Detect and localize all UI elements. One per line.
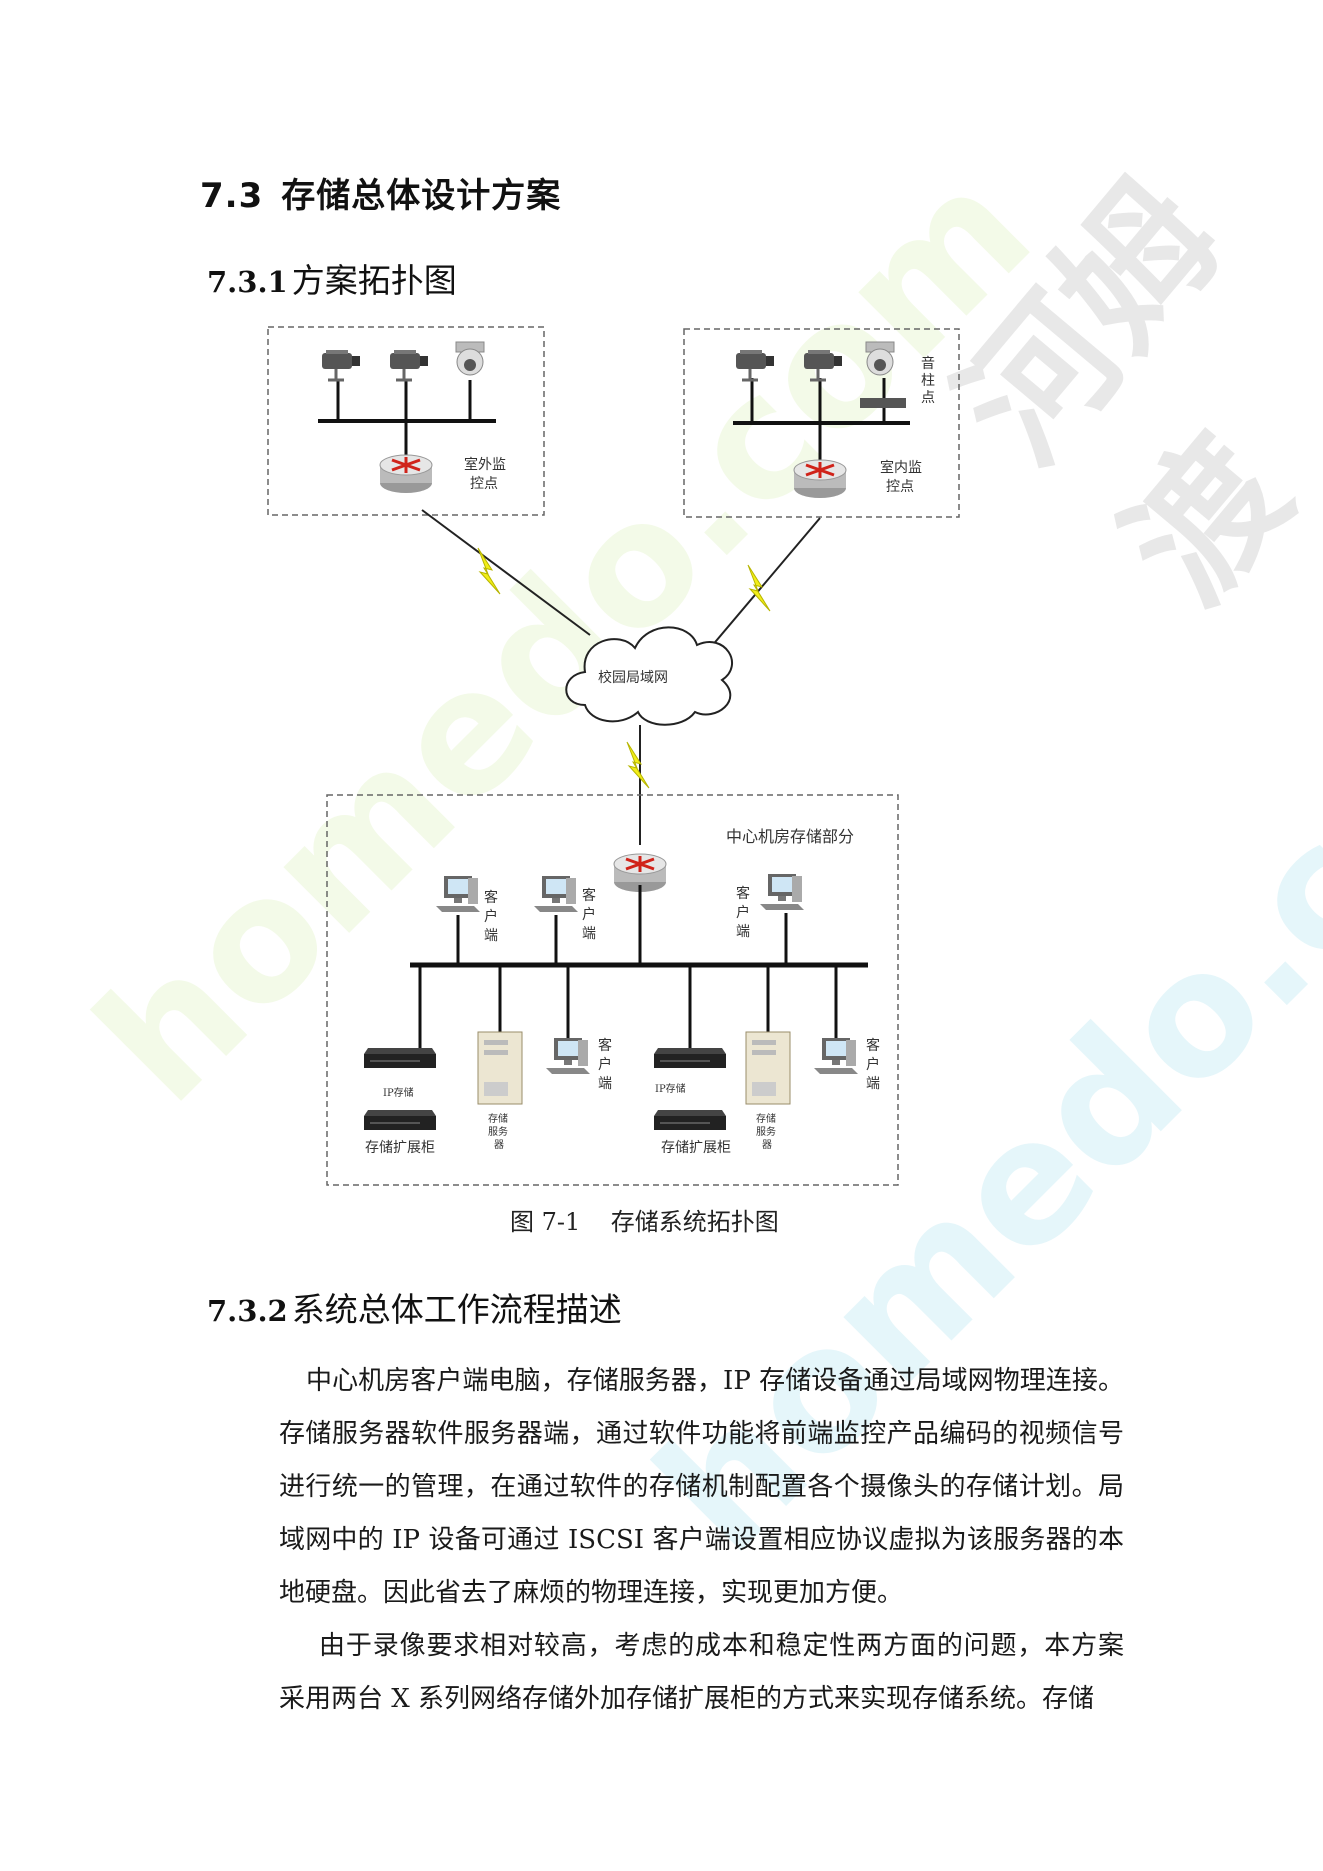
client-label-3: 端 xyxy=(598,1076,612,1092)
client-label-2: 户 xyxy=(866,1056,880,1073)
storage-server-icon xyxy=(477,1031,523,1105)
sound-column-device xyxy=(860,398,906,408)
dome-camera-icon xyxy=(865,341,895,376)
body-paragraph: 由于录像要求相对较高，考虑的成本和稳定性两方面的问题，本方案采用两台 X 系列网… xyxy=(279,1631,1124,1714)
central-machine-room-box xyxy=(326,794,899,1186)
indoor-label-1: 室内监 xyxy=(880,459,922,476)
server-label-1: 存储 xyxy=(756,1112,776,1125)
client-label-3: 端 xyxy=(736,924,750,940)
client-label-3: 端 xyxy=(866,1076,880,1092)
camera-icon xyxy=(734,348,776,382)
ip-storage-icon xyxy=(653,1047,727,1069)
client-pc-icon xyxy=(534,876,578,912)
figure-caption: 图 7-1 存储系统拓扑图 xyxy=(510,1208,779,1236)
sound-label-3: 点 xyxy=(921,390,935,406)
camera-icon xyxy=(802,348,844,382)
expansion-label: 存储扩展柜 xyxy=(365,1140,435,1156)
client-pc-icon xyxy=(436,876,480,912)
section-number: 7.3 xyxy=(200,176,264,216)
expansion-cabinet-icon xyxy=(653,1109,727,1131)
ip-storage-label: IP存储 xyxy=(383,1086,414,1099)
client-pc-icon xyxy=(760,874,804,910)
ip-storage-icon xyxy=(363,1047,437,1069)
server-label-3: 器 xyxy=(494,1139,504,1151)
client-label-3: 端 xyxy=(582,926,596,942)
outdoor-label-2: 控点 xyxy=(470,476,498,492)
section-heading: 7.3 存储总体设计方案 xyxy=(200,168,561,217)
subsection-number: 7.3.1 xyxy=(207,265,288,299)
expansion-label: 存储扩展柜 xyxy=(661,1140,731,1156)
subsection-title: 方案拓扑图 xyxy=(291,261,457,300)
wireless-link-icon xyxy=(626,741,650,789)
subsection-number: 7.3.2 xyxy=(207,1294,288,1328)
server-label-2: 服务 xyxy=(488,1125,508,1138)
outdoor-monitoring-box xyxy=(267,326,545,516)
indoor-label-2: 控点 xyxy=(886,479,914,495)
subsection-title: 系统总体工作流程描述 xyxy=(291,1290,622,1329)
client-label-2: 户 xyxy=(484,908,498,925)
campus-lan-cloud xyxy=(565,626,734,726)
client-label-1: 客 xyxy=(598,1037,612,1054)
camera-icon xyxy=(320,348,362,382)
outdoor-label-1: 室外监 xyxy=(464,456,506,473)
client-pc-icon xyxy=(546,1038,590,1074)
cloud-label: 校园局域网 xyxy=(598,669,668,686)
client-label-2: 户 xyxy=(598,1056,612,1073)
body-paragraph: 中心机房客户端电脑，存储服务器，IP 存储设备通过局域网物理连接。存储服务器软件… xyxy=(279,1366,1124,1608)
router-icon xyxy=(792,458,848,500)
wireless-link-icon xyxy=(747,564,771,612)
ip-storage-label: IP存储 xyxy=(655,1082,686,1095)
client-label-1: 客 xyxy=(484,889,498,906)
sound-label-2: 柱 xyxy=(921,373,935,389)
expansion-cabinet-icon xyxy=(363,1109,437,1131)
client-label-3: 端 xyxy=(484,928,498,944)
client-label-1: 客 xyxy=(736,885,750,902)
indoor-monitoring-box xyxy=(683,328,960,518)
section-title: 存储总体设计方案 xyxy=(281,176,562,216)
center-label: 中心机房存储部分 xyxy=(726,827,854,846)
client-pc-icon xyxy=(814,1038,858,1074)
server-label-1: 存储 xyxy=(488,1112,508,1125)
client-label-2: 户 xyxy=(582,906,596,923)
router-icon xyxy=(378,453,434,495)
server-label-2: 服务 xyxy=(756,1125,776,1138)
client-label-2: 户 xyxy=(736,904,750,921)
camera-icon xyxy=(388,348,430,382)
wireless-link-icon xyxy=(477,547,501,595)
dome-camera-icon xyxy=(455,341,485,376)
sound-label-1: 音 xyxy=(921,355,935,372)
storage-server-icon xyxy=(745,1031,791,1105)
server-label-3: 器 xyxy=(762,1139,772,1151)
client-label-1: 客 xyxy=(582,887,596,904)
client-label-1: 客 xyxy=(866,1037,880,1054)
